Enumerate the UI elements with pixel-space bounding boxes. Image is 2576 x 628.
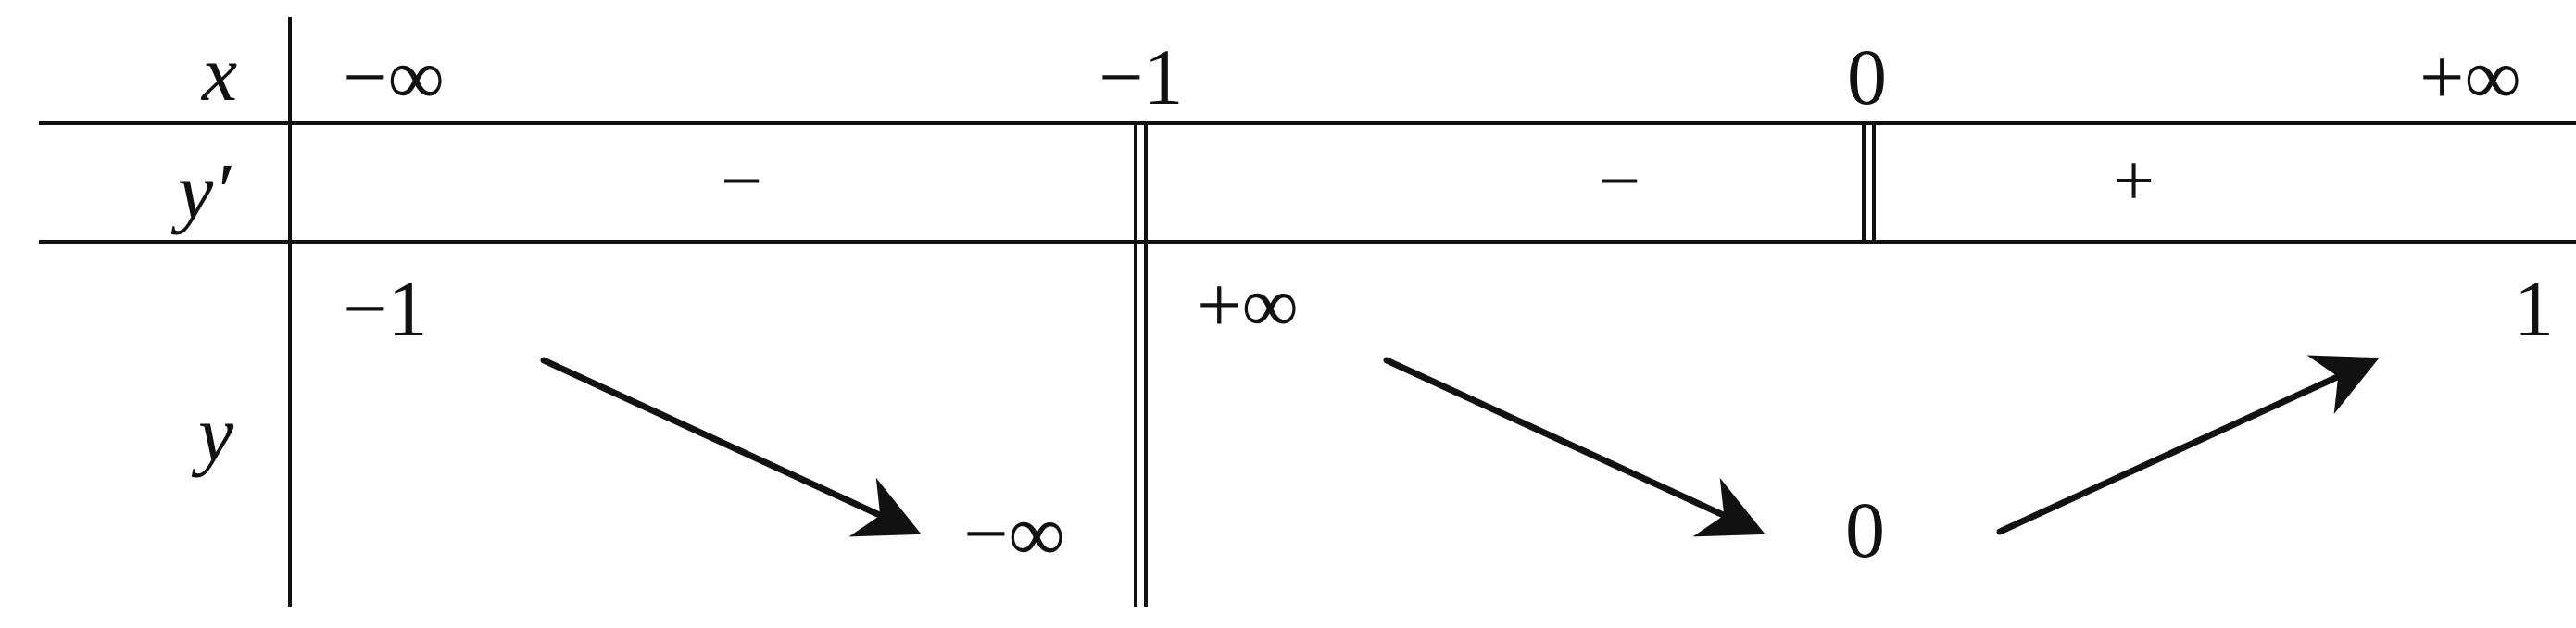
derivative-sign-interval-2: − xyxy=(1599,141,1640,222)
row-label-x: x xyxy=(200,29,237,118)
derivative-sign-interval-1: − xyxy=(721,141,762,222)
x-value-pos-infinity: +∞ xyxy=(2419,32,2521,121)
arrow-decreasing-middle xyxy=(1383,357,1766,537)
x-value-neg-infinity: −∞ xyxy=(343,32,445,121)
y-value-middle-end: 0 xyxy=(1845,485,1885,574)
arrow-decreasing-left xyxy=(540,357,922,537)
row-label-y: y xyxy=(191,389,234,478)
arrow-increasing-right xyxy=(1996,355,2380,535)
y-value-middle-start: +∞ xyxy=(1197,260,1299,349)
y-value-right-end: 1 xyxy=(2514,264,2554,353)
derivative-sign-interval-3: + xyxy=(2113,141,2155,222)
x-value-zero: 0 xyxy=(1847,32,1887,121)
row-label-y-prime: y′ xyxy=(170,146,232,235)
y-value-left-start: −1 xyxy=(343,264,428,353)
x-value-neg-one: −1 xyxy=(1099,32,1184,121)
y-value-left-end: −∞ xyxy=(963,489,1065,578)
